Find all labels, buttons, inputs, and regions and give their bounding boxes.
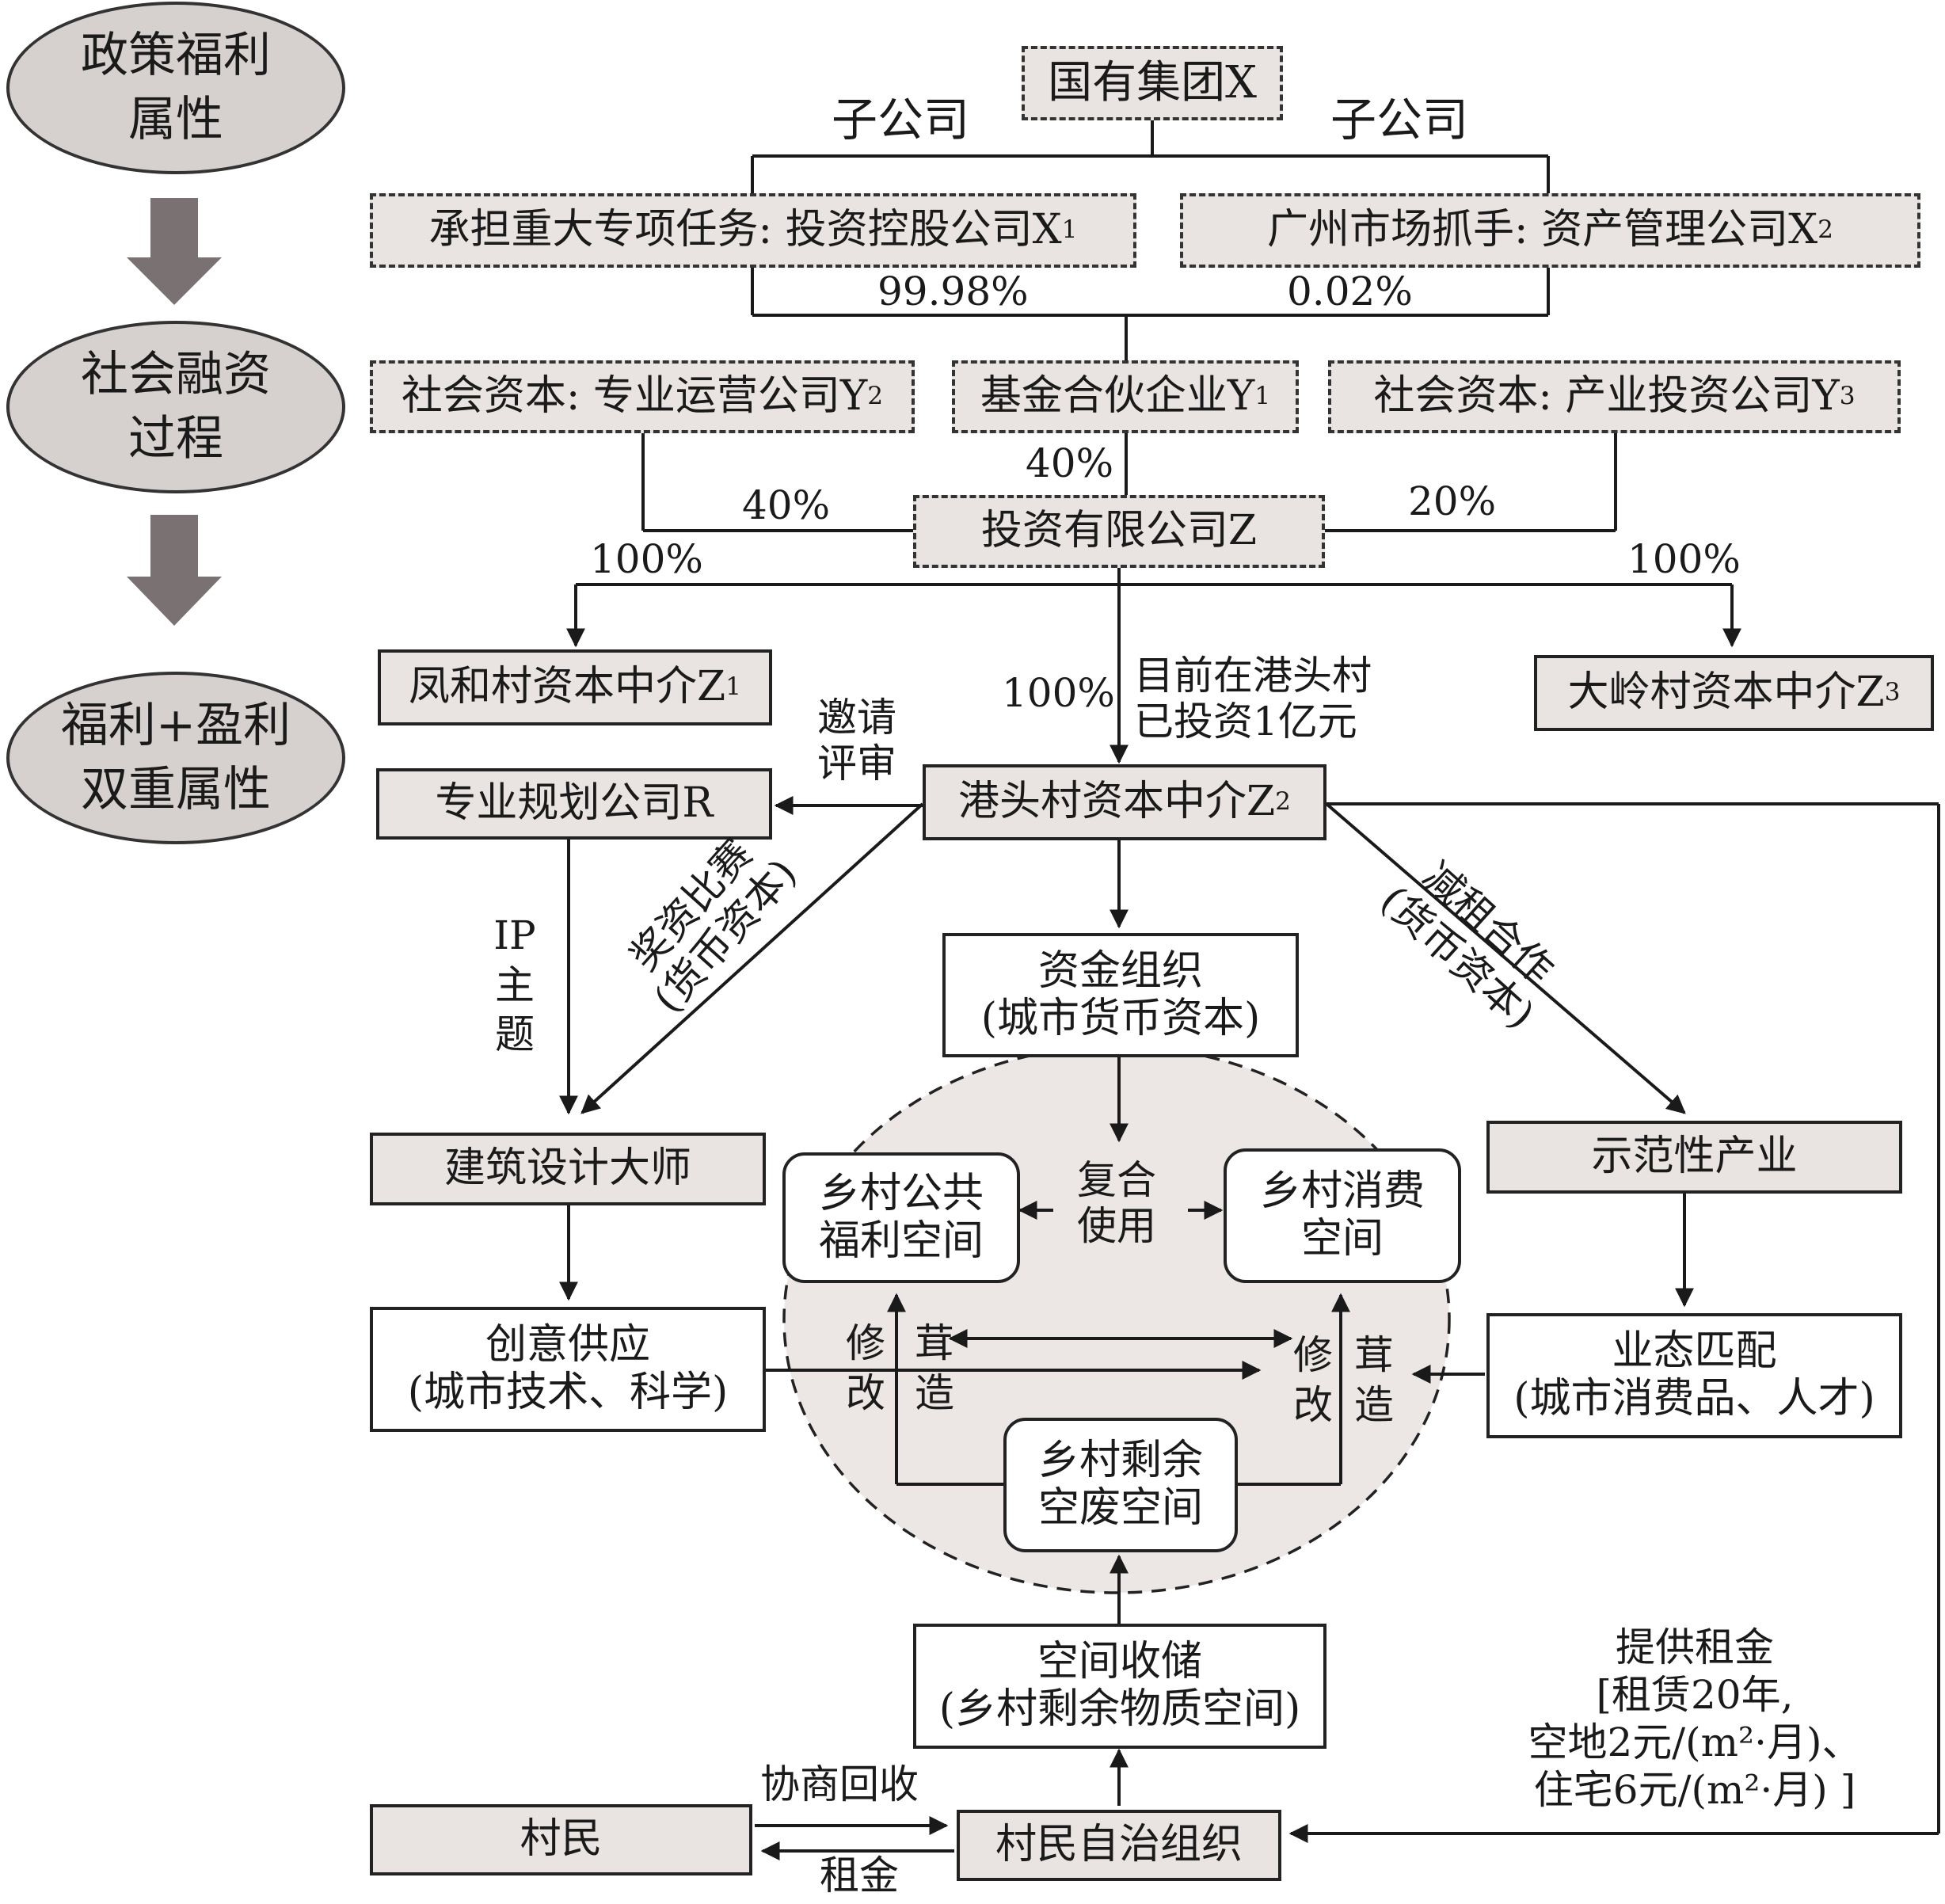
node-x2-sub: 2 xyxy=(1817,215,1833,245)
label-repair-left: 修 改 xyxy=(846,1320,885,1416)
node-village-org: 村民自治组织 xyxy=(957,1810,1281,1881)
node-z3-text: 大岭村资本中介Z xyxy=(1567,668,1885,717)
node-demo: 示范性产业 xyxy=(1486,1121,1902,1194)
node-public-space: 乡村公共 福利空间 xyxy=(782,1152,1020,1283)
node-y1-sub: 1 xyxy=(1254,382,1271,411)
label-repair-right: 修 改 xyxy=(1293,1332,1333,1428)
phase-arrow-1 xyxy=(127,198,222,305)
node-creative: 创意供应 (城市技术、科学) xyxy=(370,1307,766,1432)
label-pct-20: 20% xyxy=(1408,478,1497,524)
node-y3-sub: 3 xyxy=(1839,382,1856,411)
node-z2-text: 港头村资本中介Z xyxy=(958,778,1276,826)
label-build-left: 茸 造 xyxy=(915,1320,954,1416)
node-y2-text: 社会资本: 专业运营公司Y xyxy=(401,372,868,421)
label-pct-40-mid: 40% xyxy=(1026,440,1114,486)
label-pct-9998: 99.98% xyxy=(877,268,1029,314)
node-y2-sub: 2 xyxy=(867,382,884,411)
label-pct-100-mid: 100% xyxy=(1002,670,1115,716)
label-compound-use: 复合 使用 xyxy=(1077,1157,1156,1249)
label-build-right: 茸 造 xyxy=(1354,1332,1394,1428)
phase-social-financing: 社会融资 过程 xyxy=(6,321,345,493)
label-rent: 租金 xyxy=(820,1853,899,1898)
label-pct-100-right: 100% xyxy=(1627,536,1741,582)
node-format: 业态匹配 (城市消费品、人才) xyxy=(1486,1313,1902,1438)
node-y3-text: 社会资本: 产业投资公司Y xyxy=(1373,372,1840,421)
phase-arrow-2 xyxy=(127,515,222,626)
label-subsidiary-right: 子公司 xyxy=(1330,93,1469,147)
node-group-x: 国有集团X xyxy=(1022,46,1283,120)
label-negotiate: 协商回收 xyxy=(760,1761,919,1807)
label-invite-review: 邀请 评审 xyxy=(817,695,896,786)
label-rent-info: 提供租金 [租赁20年, 空地2元/(m²·月)、 住宅6元/(m²·月) ] xyxy=(1528,1624,1862,1813)
node-villagers: 村民 xyxy=(370,1804,752,1875)
label-pct-40-left: 40% xyxy=(742,482,831,528)
label-invested: 目前在港头村 已投资1亿元 xyxy=(1134,653,1372,744)
phase-policy-welfare: 政策福利 属性 xyxy=(6,2,345,174)
label-pct-002: 0.02% xyxy=(1287,268,1413,314)
node-r: 专业规划公司R xyxy=(376,768,772,840)
node-z1-text: 凤和村资本中介Z xyxy=(409,663,726,711)
node-architect: 建筑设计大师 xyxy=(370,1133,766,1205)
node-x2-text: 广州市场抓手: 资产管理公司X xyxy=(1267,206,1818,254)
node-z3-sub: 3 xyxy=(1884,678,1901,707)
phase-dual-attribute: 福利+盈利 双重属性 xyxy=(6,672,345,844)
node-z: 投资有限公司Z xyxy=(913,495,1325,568)
node-surplus-space: 乡村剩余 空废空间 xyxy=(1003,1418,1238,1552)
node-z2-sub: 2 xyxy=(1275,787,1291,817)
label-pct-100-left: 100% xyxy=(590,536,703,582)
label-subsidiary-left: 子公司 xyxy=(832,93,970,147)
node-y1-text: 基金合伙企业Y xyxy=(980,372,1255,421)
node-x1-text: 承担重大专项任务: 投资控股公司X xyxy=(428,206,1062,254)
node-storage: 空间收储 (乡村剩余物质空间) xyxy=(913,1624,1326,1749)
node-consume-space: 乡村消费 空间 xyxy=(1224,1148,1461,1283)
node-z1-sub: 1 xyxy=(725,672,741,702)
label-ip-theme: IP 主 题 xyxy=(493,912,536,1057)
node-funds: 资金组织 (城市货币资本) xyxy=(942,933,1299,1057)
node-x1-sub: 1 xyxy=(1061,215,1078,245)
